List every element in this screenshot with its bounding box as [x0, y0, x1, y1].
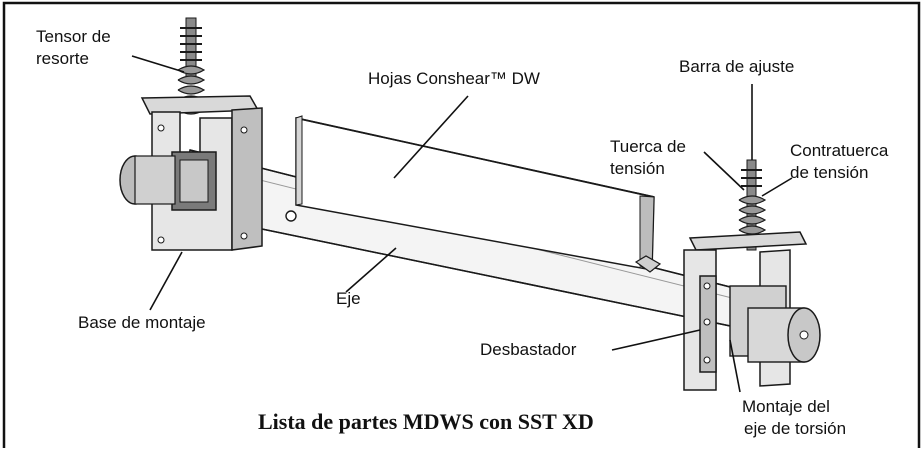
label-shaft: Eje	[336, 289, 361, 308]
leader-shaft	[345, 247, 397, 293]
right-mount	[683, 159, 821, 391]
label-adjust-bar: Barra de ajuste	[679, 57, 794, 76]
leader-spring-tensioner	[131, 55, 185, 73]
label-torsion-mount: Montaje del eje de torsión	[742, 397, 846, 438]
left-mount	[119, 17, 263, 251]
label-spring-tensioner: Tensor de resorte	[36, 27, 115, 68]
label-blades: Hojas Conshear™ DW	[368, 69, 540, 88]
leader-mounting-base	[149, 251, 183, 311]
label-tension-nut: Tuerca de tensión	[610, 137, 691, 178]
blade	[285, 115, 662, 273]
label-mounting-base: Base de montaje	[78, 313, 206, 332]
figure-caption: Lista de partes MDWS con SST XD	[258, 409, 594, 434]
label-tension-lock-nut: Contratuerca de tensión	[790, 141, 893, 182]
leader-torsion-mount	[729, 339, 741, 393]
leader-tension-nut	[703, 151, 745, 191]
label-scraper: Desbastador	[480, 340, 577, 359]
leader-blades	[393, 95, 469, 179]
leader-scraper	[611, 329, 701, 351]
leader-tension-lock-nut	[761, 177, 793, 197]
